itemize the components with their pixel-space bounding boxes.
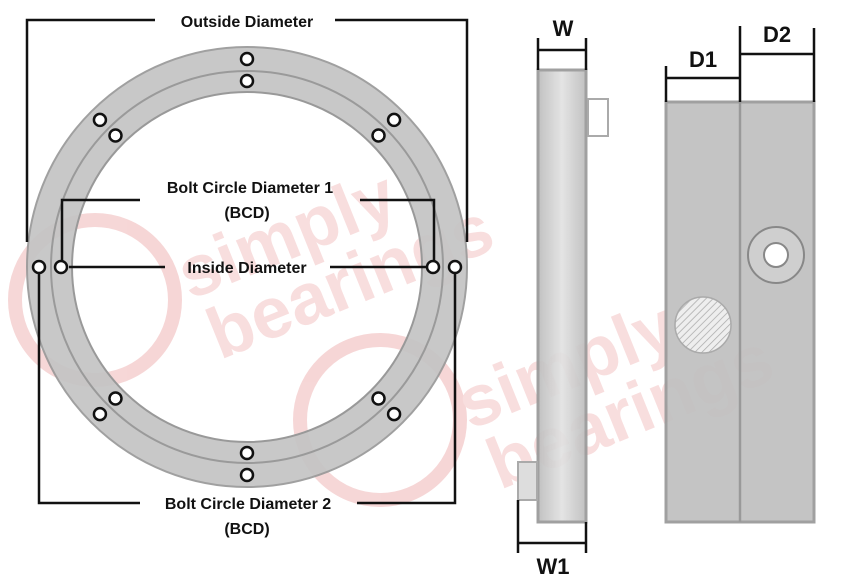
bcd1-sub-label: (BCD) [224,205,269,222]
outer-bolt-hole [239,51,255,67]
inner-bolt-hole [108,128,123,143]
inner-bolt-hole [53,259,69,275]
depth-d1-label: D1 [689,47,717,72]
outer-bolt-hole [239,467,255,483]
inner-bolt-hole [239,73,255,89]
outer-bolt-hole [31,259,47,275]
ring-front-view [26,46,468,488]
side-view [517,68,609,524]
bolt-holes [31,51,463,483]
bcd2-label: Bolt Circle Diameter 2 [165,496,331,513]
bcd1-label: Bolt Circle Diameter 1 [167,180,333,197]
inside-diameter-label: Inside Diameter [187,260,306,277]
outer-bolt-hole [92,406,108,422]
inner-bolt-hole [425,259,441,275]
width-w1-label: W1 [537,554,570,579]
outside-diameter-label: Outside Diameter [181,14,313,31]
inner-bolt-hole [239,445,255,461]
inner-bolt-hole [108,391,123,406]
side-dimension-lines [516,38,588,553]
depth-d2-label: D2 [763,22,791,47]
width-w-label: W [553,16,574,41]
outer-bolt-hole [92,112,108,128]
section-dimension-lines [664,26,816,102]
outer-bolt-hole [447,259,463,275]
inner-bolt-hole [371,128,386,143]
outer-bolt-hole [386,406,402,422]
bcd2-sub-label: (BCD) [224,521,269,538]
hatched-hole-section [674,296,732,354]
ring-dimension-lines [25,18,469,505]
inner-bolt-hole [371,391,386,406]
outer-bolt-hole [386,112,402,128]
section-view [664,100,816,524]
